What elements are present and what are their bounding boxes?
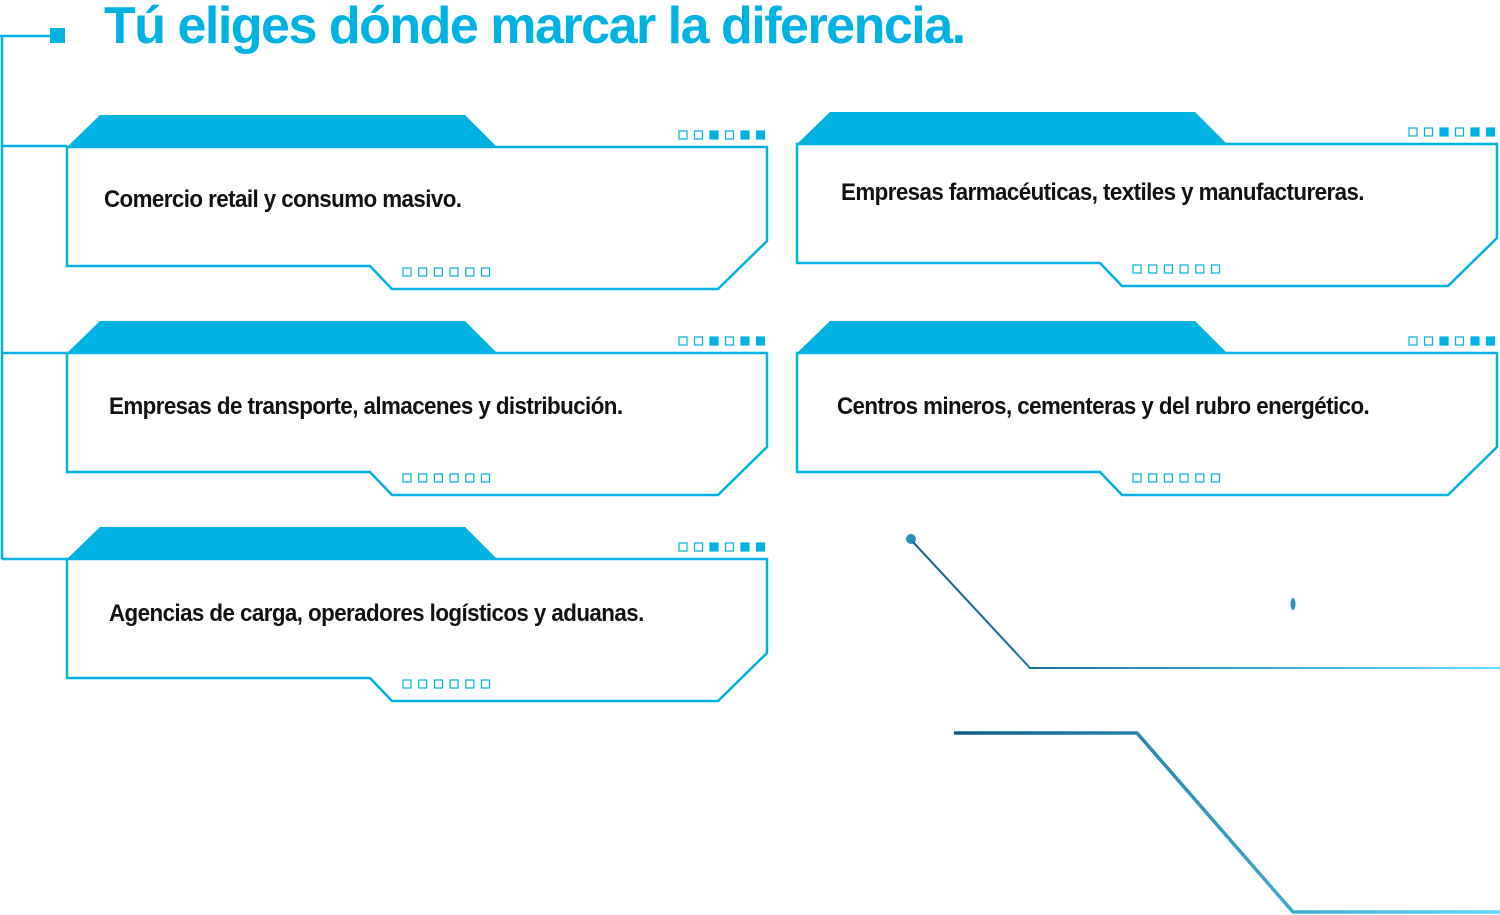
- indicator-square: [418, 679, 428, 689]
- indicator-square: [1485, 127, 1496, 137]
- indicator-square: [1163, 264, 1174, 274]
- indicator-square: [1439, 336, 1449, 346]
- indicator-square: [418, 267, 428, 277]
- indicator-square: [709, 336, 719, 346]
- indicator-square: [1132, 473, 1142, 483]
- card-tab: [67, 321, 497, 353]
- card-frame: [65, 321, 769, 497]
- indicator-square: [480, 267, 491, 277]
- card-outline: [65, 145, 769, 291]
- card-tab: [797, 112, 1227, 144]
- card-label-mining: Centros mineros, cementeras y del rubro …: [837, 393, 1370, 420]
- decorative-circuit-lines: [906, 534, 1500, 914]
- card-outline: [795, 351, 1499, 497]
- indicator-square: [693, 336, 704, 346]
- card-outline: [795, 142, 1499, 288]
- indicator-square: [1423, 127, 1434, 137]
- indicator-square: [1195, 264, 1205, 274]
- indicator-square: [678, 542, 688, 552]
- indicator-square: [709, 542, 719, 552]
- indicator-square: [755, 542, 766, 552]
- indicator-square: [1470, 336, 1480, 346]
- indicator-square: [1408, 336, 1418, 346]
- indicator-square: [449, 473, 459, 483]
- card-label-cargo: Agencias de carga, operadores logísticos…: [109, 600, 644, 627]
- indicator-square: [1148, 473, 1158, 483]
- indicator-square: [693, 130, 704, 140]
- indicator-square: [1210, 264, 1221, 274]
- indicator-square: [740, 336, 750, 346]
- card-tab: [797, 321, 1227, 353]
- indicator-square: [740, 130, 750, 140]
- indicator-square: [465, 679, 475, 689]
- indicator-square: [480, 473, 491, 483]
- card-label-transport: Empresas de transporte, almacenes y dist…: [109, 393, 623, 420]
- card-frame: [65, 527, 769, 703]
- indicator-square: [724, 130, 735, 140]
- card-outline: [65, 351, 769, 497]
- indicator-square: [1195, 473, 1205, 483]
- indicator-square: [418, 473, 428, 483]
- card-frame: [65, 115, 769, 291]
- indicator-square: [709, 130, 719, 140]
- indicator-square: [1210, 473, 1221, 483]
- card-label-retail: Comercio retail y consumo masivo.: [104, 186, 462, 213]
- indicator-square: [693, 542, 704, 552]
- indicator-square: [1439, 127, 1449, 137]
- indicator-square: [449, 679, 459, 689]
- indicator-square: [1179, 473, 1189, 483]
- indicator-square: [433, 679, 443, 689]
- card-tab: [67, 115, 497, 147]
- indicator-square: [1454, 127, 1465, 137]
- indicator-square: [449, 267, 459, 277]
- indicator-square: [1408, 127, 1418, 137]
- indicator-square: [1132, 264, 1142, 274]
- indicator-square: [1485, 336, 1496, 346]
- indicator-square: [1179, 264, 1189, 274]
- indicator-square: [402, 473, 412, 483]
- indicator-square: [433, 473, 443, 483]
- indicator-square: [402, 267, 412, 277]
- indicator-square: [1148, 264, 1158, 274]
- indicator-square: [1163, 473, 1174, 483]
- indicator-square: [755, 130, 766, 140]
- indicator-square: [678, 130, 688, 140]
- indicator-square: [678, 336, 688, 346]
- indicator-square: [724, 542, 735, 552]
- indicator-square: [740, 542, 750, 552]
- connector-tree: [0, 28, 67, 561]
- indicator-square: [433, 267, 443, 277]
- indicator-square: [1454, 336, 1465, 346]
- indicator-square: [465, 473, 475, 483]
- card-tab: [67, 527, 497, 559]
- indicator-square: [402, 679, 412, 689]
- page-title: Tú eliges dónde marcar la diferencia.: [104, 0, 966, 55]
- indicator-square: [1470, 127, 1480, 137]
- card-frame: [795, 112, 1499, 288]
- connector-node-square: [50, 28, 65, 43]
- indicator-square: [465, 267, 475, 277]
- card-frame: [795, 321, 1499, 497]
- card-outline: [65, 557, 769, 703]
- card-label-pharma: Empresas farmacéuticas, textiles y manuf…: [841, 179, 1365, 206]
- indicator-square: [755, 336, 766, 346]
- indicator-square: [1423, 336, 1434, 346]
- indicator-square: [480, 679, 491, 689]
- indicator-square: [724, 336, 735, 346]
